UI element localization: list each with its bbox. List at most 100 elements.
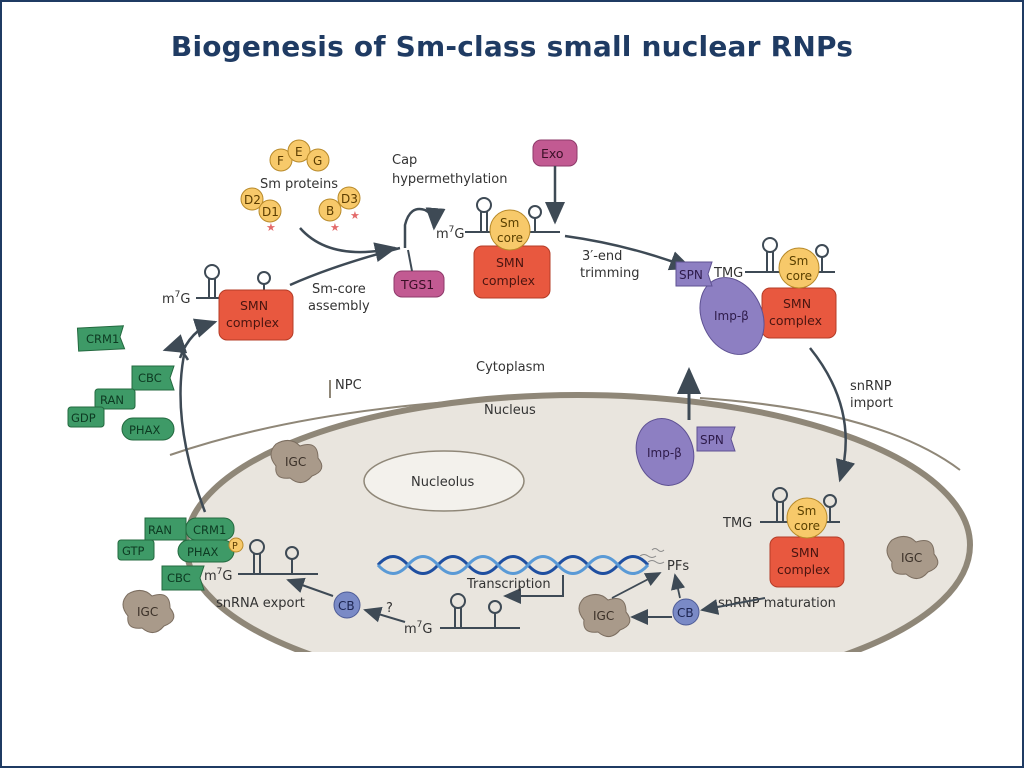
svg-text:CB: CB (338, 599, 355, 613)
sm-proteins-cluster: F E G D2 D1 ★ B ★ D3 ★ Sm proteins (240, 139, 361, 234)
svg-text:P: P (232, 541, 238, 552)
svg-text:GTP: GTP (122, 544, 145, 558)
igc-top-left: IGC (270, 440, 323, 483)
svg-text:IGC: IGC (901, 551, 922, 565)
sm-protein-d2: D2 (244, 193, 261, 207)
svg-text:CB: CB (677, 606, 694, 620)
sm-protein-d1: D1 (262, 205, 279, 219)
igc-right: IGC (886, 536, 939, 579)
tgs1-box (393, 270, 445, 298)
svg-text:CRM1: CRM1 (86, 332, 119, 346)
svg-text:Sm: Sm (797, 504, 816, 518)
sm-assembly-arrow (299, 227, 398, 262)
exo-label: Exo (541, 146, 564, 161)
tmg-label: TMG (713, 266, 743, 281)
svg-text:SMN: SMN (783, 296, 811, 311)
cap-label-2: hypermethylation (392, 172, 507, 187)
transcription-label: Transcription (466, 577, 551, 592)
svg-text:Imp-β: Imp-β (647, 446, 682, 460)
svg-text:SPN: SPN (700, 433, 724, 447)
svg-text:complex: complex (769, 313, 822, 328)
cap-label-1: Cap (392, 153, 417, 168)
released-factors: CRM1 CBC RAN GDP PHAX (67, 325, 175, 441)
cb-pfs-arrow (671, 573, 686, 599)
smn-complex-4: SMN complex Sm core TMG (722, 487, 845, 588)
svg-text:SMN: SMN (496, 255, 524, 270)
pfs-label: PFs (667, 559, 689, 574)
svg-text:core: core (497, 231, 523, 245)
svg-text:SPN: SPN (679, 268, 703, 282)
m7g-label: m7G (404, 620, 432, 637)
assembly-arrow-line (289, 246, 401, 287)
svg-text:complex: complex (777, 562, 830, 577)
nucleus (183, 392, 973, 652)
svg-text:core: core (794, 519, 820, 533)
snrna-export-label: snRNA export (216, 596, 305, 611)
svg-text:SMN: SMN (791, 545, 819, 560)
maturation-label: snRNP maturation (718, 596, 836, 611)
nascent-snrna: m7G (404, 593, 520, 637)
smn-complex-1: m7G SMN complex (162, 264, 294, 341)
svg-text:Imp-β: Imp-β (714, 309, 749, 323)
import-label-2: import (850, 396, 893, 411)
sm-protein-f: F (277, 154, 284, 168)
svg-text:CBC: CBC (167, 571, 191, 585)
sm-protein-g: G (313, 154, 322, 168)
trimming-label-2: trimming (580, 266, 639, 281)
svg-text:Sm: Sm (789, 254, 808, 268)
igc-bottom-left: IGC (122, 590, 175, 633)
igc-center: IGC (578, 594, 631, 637)
cb-to-export-arrow (286, 577, 334, 597)
svg-text:complex: complex (226, 315, 279, 330)
snrna-to-cb-arrow (363, 606, 406, 623)
svg-text:RAN: RAN (100, 393, 124, 407)
pfs-squiggles (639, 548, 665, 564)
cytoplasm-label: Cytoplasm (476, 360, 545, 375)
smn-complex-2: m7G SMN complex Sm core (436, 197, 560, 299)
cajal-body-left (333, 591, 361, 619)
nucleus-label: Nucleus (484, 403, 536, 418)
cap-hypermethylation-arrow (403, 207, 446, 248)
svg-text:PHAX: PHAX (129, 423, 160, 437)
star-icon: ★ (350, 209, 360, 222)
svg-text:IGC: IGC (285, 455, 306, 469)
svg-text:Sm: Sm (500, 216, 519, 230)
sm-protein-d3: D3 (341, 192, 358, 206)
tgs1-label: TGS1 (400, 277, 434, 292)
dna-helix (376, 555, 650, 575)
sm-core-assembly-label-2: assembly (308, 299, 370, 314)
cajal-body-right (672, 598, 700, 626)
question-label: ? (386, 601, 393, 616)
star-icon: ★ (330, 221, 340, 234)
sm-protein-e: E (295, 145, 303, 159)
export-arrow (179, 349, 207, 513)
tgs1-connector (407, 249, 413, 272)
svg-text:complex: complex (482, 273, 535, 288)
svg-text:SMN: SMN (240, 298, 268, 313)
svg-text:PHAX: PHAX (187, 545, 218, 559)
release-arrow (162, 334, 190, 361)
sm-proteins-label: Sm proteins (260, 177, 338, 192)
nuclear-envelope-left (169, 395, 579, 456)
svg-text:CBC: CBC (138, 371, 162, 385)
svg-text:IGC: IGC (137, 605, 158, 619)
trimming-label-1: 3′-end (582, 249, 622, 264)
igc-pfs-arrow (611, 572, 662, 599)
import-arrow (809, 347, 856, 483)
tmg-label: TMG (722, 516, 752, 531)
maturation-arrow (700, 597, 766, 615)
svg-text:CRM1: CRM1 (193, 523, 226, 537)
import-label-1: snRNP (850, 379, 892, 394)
nucleolus (363, 450, 525, 512)
sm-core-assembly-label-1: Sm-core (312, 282, 366, 297)
smn-complex-3: SMN complex Sm core TMG Imp-β SPN (675, 237, 837, 355)
m7g-label: m7G (162, 290, 190, 307)
slide-title: Biogenesis of Sm-class small nuclear RNP… (170, 30, 854, 63)
svg-text:GDP: GDP (71, 411, 96, 425)
export-complex: m7G CBC PHAX P CRM1 RAN GTP (117, 517, 318, 591)
nucleolus-label: Nucleolus (411, 475, 475, 490)
sm-protein-b: B (326, 204, 334, 218)
m7g-label: m7G (204, 567, 232, 584)
imp-beta-spn-recycling: Imp-β SPN (635, 418, 736, 486)
